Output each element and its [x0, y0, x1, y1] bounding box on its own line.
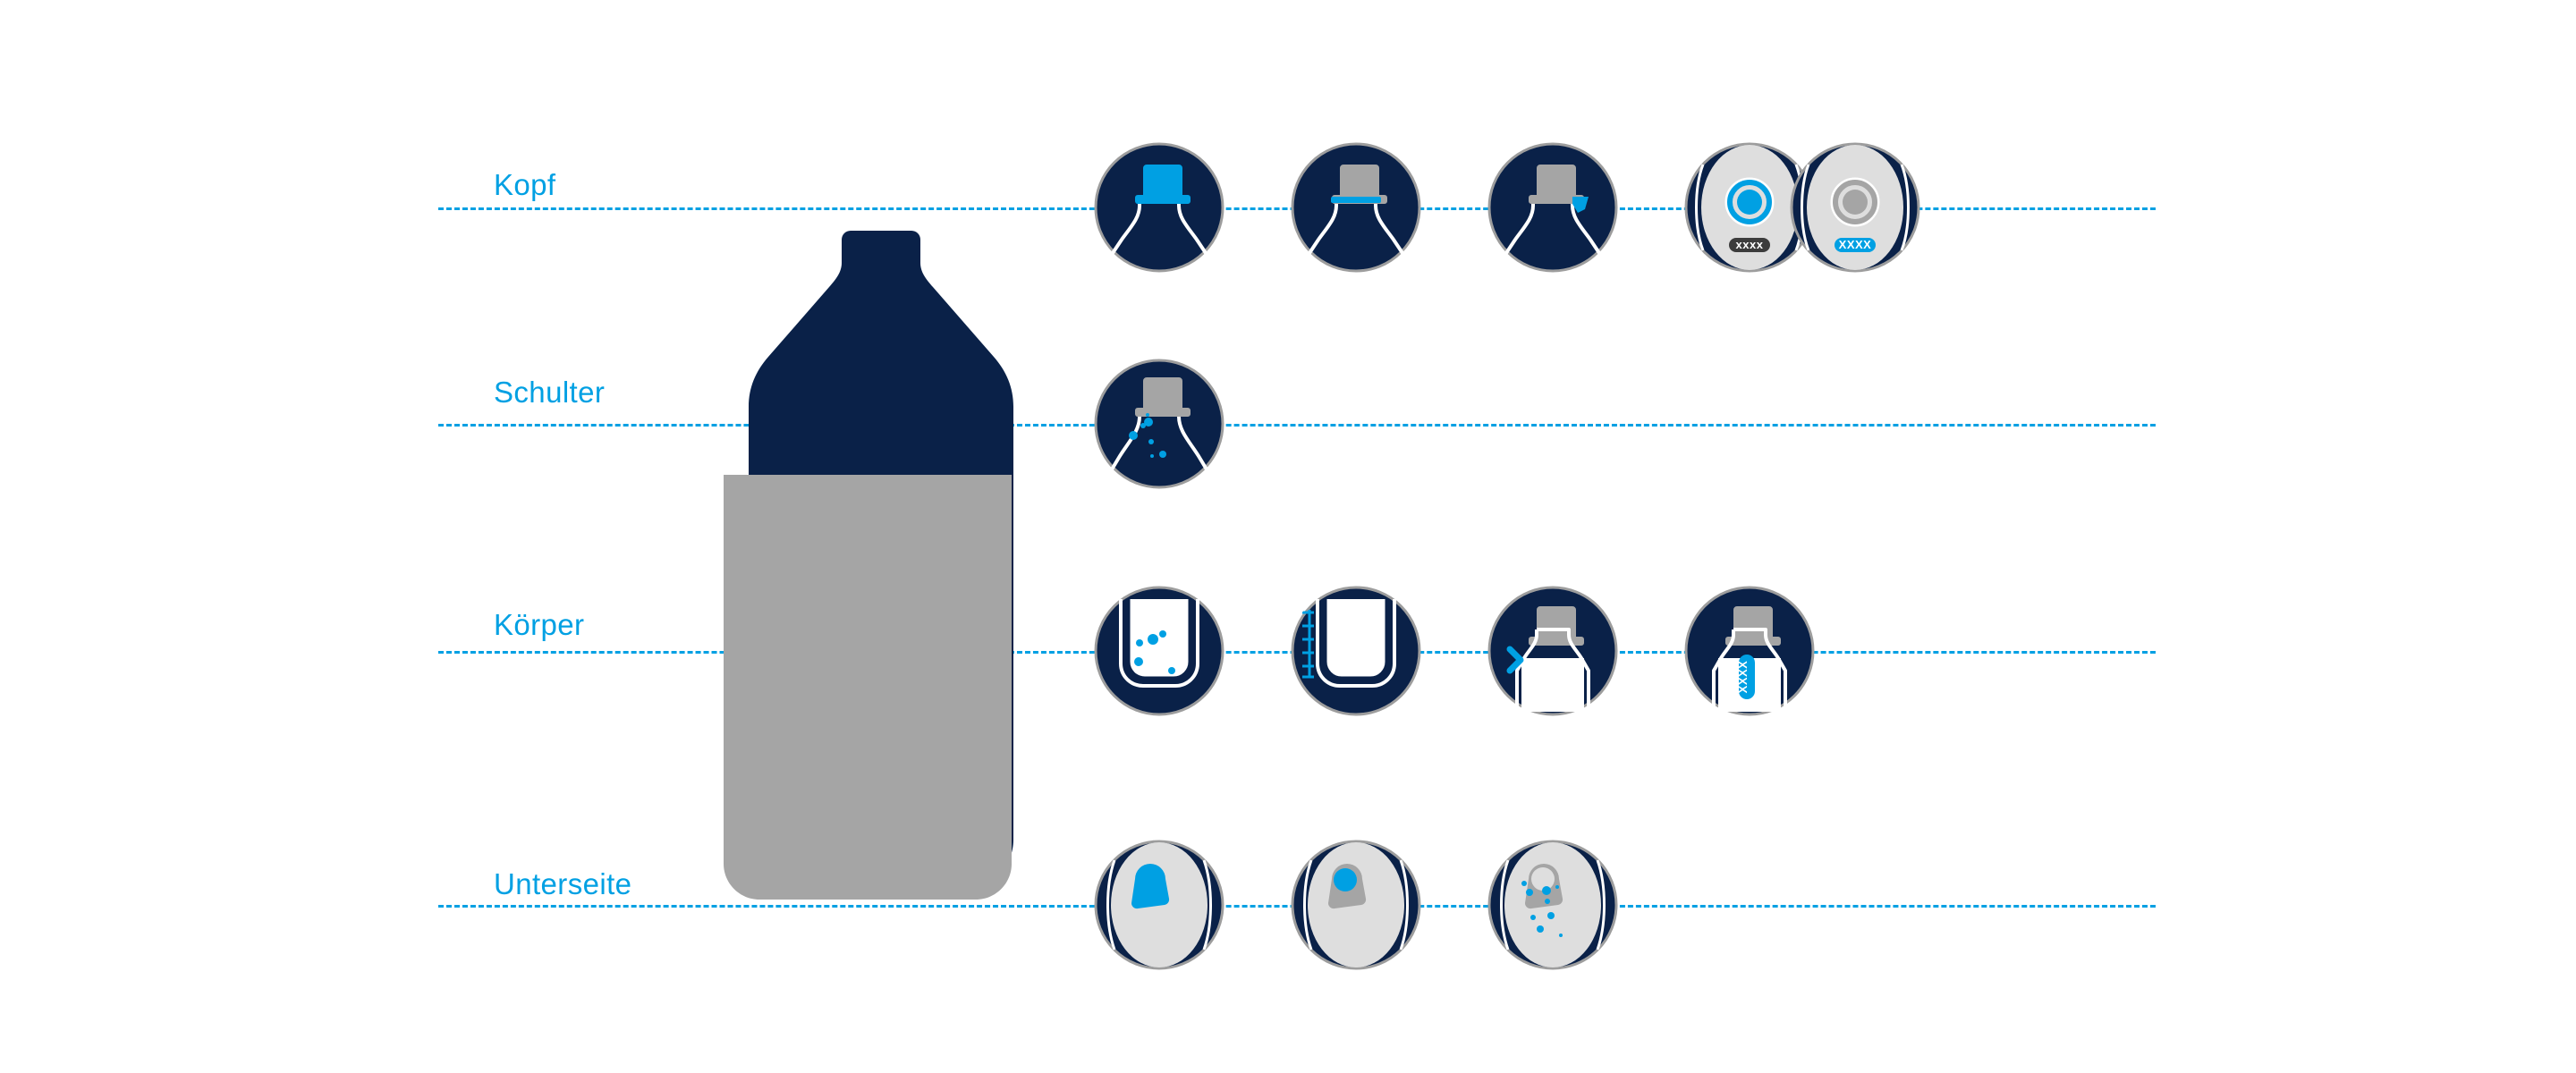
icon-base-gate-gray-cyan[interactable]: [1290, 839, 1422, 971]
icon-base-gate-cyan[interactable]: [1093, 839, 1225, 971]
svg-text:XXXX: XXXX: [1839, 238, 1872, 251]
svg-text:XXXX: XXXX: [1736, 661, 1750, 694]
icon-base-contamination[interactable]: [1487, 839, 1619, 971]
icon-body-dent-deform[interactable]: [1487, 585, 1619, 717]
icon-shoulder-particles[interactable]: [1093, 358, 1225, 490]
icon-body-wall-thickness[interactable]: [1290, 585, 1422, 717]
zone-label-kopf: Kopf: [494, 168, 556, 201]
icon-cap-closure-cyan[interactable]: [1093, 141, 1225, 274]
zone-label-koerper: Körper: [494, 608, 585, 641]
zone-divider-schulter: [438, 424, 2156, 427]
svg-text:xxxx: xxxx: [1736, 238, 1764, 251]
icon-cap-tamper-band[interactable]: [1290, 141, 1422, 274]
zone-label-schulter: Schulter: [494, 376, 606, 409]
icon-cap-neck-leak[interactable]: [1487, 141, 1619, 274]
zone-label-unterseite: Unterseite: [494, 867, 632, 900]
icon-body-inner-particles[interactable]: [1093, 585, 1225, 717]
reference-bottle-diagram: [711, 224, 1024, 903]
icon-body-print-marking[interactable]: XXXX: [1683, 585, 1816, 717]
icon-cap-top-view-gray-ring[interactable]: XXXX: [1789, 141, 1921, 274]
